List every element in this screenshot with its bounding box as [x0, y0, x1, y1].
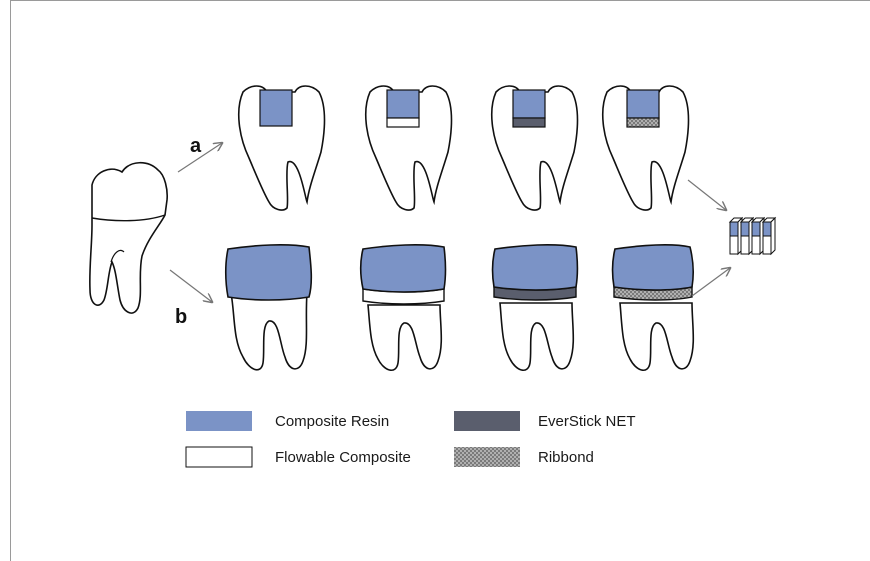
- flowable-layer: [387, 118, 419, 127]
- label-b: b: [175, 306, 187, 328]
- everstick-layer: [513, 118, 545, 127]
- specimen-bars-icon: [730, 218, 775, 254]
- tooth-b1: [226, 245, 312, 370]
- ribbond-layer: [627, 118, 659, 127]
- legend-item-flowable-composite: Flowable Composite: [186, 447, 411, 467]
- composite-fill: [627, 90, 659, 118]
- legend-item-ribbond: Ribbond: [454, 447, 594, 467]
- legend: Composite Resin EverStick NET Flowable C…: [186, 411, 636, 467]
- composite-fill: [260, 90, 292, 126]
- composite-fill: [387, 90, 419, 118]
- composite-fill: [513, 90, 545, 118]
- tooth-a2: [366, 86, 452, 210]
- legend-swatch-ribbond: [454, 447, 520, 467]
- legend-swatch-flowable-composite: [186, 447, 252, 467]
- legend-label-flowable-composite: Flowable Composite: [275, 449, 411, 466]
- intact-tooth: [90, 163, 167, 313]
- arrow-to-row-b: [170, 270, 212, 302]
- label-a: a: [190, 135, 202, 157]
- tooth-a3: [492, 86, 578, 210]
- legend-swatch-composite-resin: [186, 411, 252, 431]
- legend-item-composite-resin: Composite Resin: [186, 411, 389, 431]
- legend-swatch-everstick-net: [454, 411, 520, 431]
- legend-item-everstick-net: EverStick NET: [454, 411, 636, 431]
- arrow-row-b-to-specimens: [692, 268, 730, 296]
- tooth-b3: [493, 245, 578, 370]
- tooth-b4: [613, 245, 694, 370]
- tooth-a1: [239, 86, 325, 210]
- tooth-a4: [603, 86, 689, 210]
- legend-label-composite-resin: Composite Resin: [275, 413, 389, 430]
- legend-label-ribbond: Ribbond: [538, 449, 594, 466]
- row-a: [239, 86, 689, 210]
- tooth-b2: [361, 245, 446, 370]
- legend-label-everstick-net: EverStick NET: [538, 413, 636, 430]
- arrow-row-a-to-specimens: [688, 180, 726, 210]
- row-b: [226, 245, 694, 370]
